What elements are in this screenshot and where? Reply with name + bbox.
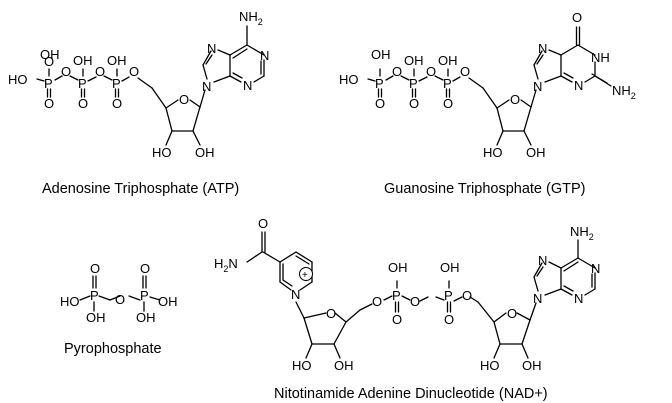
caption-gtp: Guanosine Triphosphate (GTP) <box>384 181 586 197</box>
atom-label: P <box>78 76 87 91</box>
atom-label: O <box>372 294 382 309</box>
atom-label: O <box>61 64 71 79</box>
atom-label: O <box>409 96 419 111</box>
atom-label: HO <box>483 145 503 160</box>
atom-label: P <box>90 288 99 303</box>
atom-label: NH2 <box>570 224 594 242</box>
atom-label: O <box>443 96 453 111</box>
atom-label: P <box>375 76 384 91</box>
atom-label: O <box>44 96 54 111</box>
atom-label: N <box>591 261 600 276</box>
atom-label: N <box>260 48 269 63</box>
atom-label: OH <box>86 310 106 325</box>
atom-label: OH <box>195 145 215 160</box>
atom-label: O <box>112 96 122 111</box>
atom-label: N <box>538 253 547 268</box>
atom-label: OH <box>438 53 458 68</box>
atom-label: HO <box>60 294 80 309</box>
atom-label: O <box>444 312 454 327</box>
pyrophosphate-structure: O O HO P O P OH OH OH <box>60 261 178 325</box>
atom-label: O <box>392 312 402 327</box>
atom-label: P <box>392 288 401 303</box>
atom-label: O <box>375 96 385 111</box>
atom-label: N <box>533 79 542 94</box>
atom-label: HO <box>480 358 500 373</box>
atom-label: O <box>460 64 470 79</box>
atom-label: N <box>202 79 211 94</box>
atom-label: NH <box>591 50 610 65</box>
atom-label: P <box>112 76 121 91</box>
atom-label: O <box>410 294 420 309</box>
atom-label: OH <box>404 53 424 68</box>
atom-label: OH <box>40 47 60 62</box>
atom-label: O <box>462 288 472 303</box>
caption-atp: Adenosine Triphosphate (ATP) <box>42 181 239 197</box>
atom-label: OH <box>107 53 127 68</box>
atom-label: NH2 <box>612 83 636 101</box>
atom-label: O <box>115 292 125 307</box>
atom-label: O <box>78 96 88 111</box>
atom-label: P <box>409 76 418 91</box>
atom-label: N <box>574 78 583 93</box>
atom-label: O <box>258 216 268 231</box>
atom-label: N <box>207 41 216 56</box>
atom-label: O <box>507 306 517 321</box>
gtp-structure: HO OH P O O OH P O O OH P O O O HO OH N … <box>339 10 636 160</box>
atom-label: + <box>302 270 308 281</box>
atom-label: HO <box>339 72 359 87</box>
atom-label: OH <box>371 47 391 62</box>
atom-label: N <box>243 78 252 93</box>
atom-label: O <box>179 92 189 107</box>
atom-label: P <box>444 288 453 303</box>
atom-label: P <box>443 76 452 91</box>
atom-label: O <box>392 64 402 79</box>
atom-label: OH <box>522 358 542 373</box>
atom-label: O <box>95 64 105 79</box>
atom-label: O <box>140 261 150 276</box>
atom-label: OH <box>158 294 178 309</box>
atom-label: O <box>90 261 100 276</box>
atom-label: OH <box>388 260 408 275</box>
caption-pyrophosphate: Pyrophosphate <box>64 341 162 357</box>
atom-label: N <box>538 41 547 56</box>
atom-label: O <box>510 92 520 107</box>
atom-label: N <box>574 291 583 306</box>
atom-label: O <box>129 64 139 79</box>
atom-label: N <box>291 287 300 302</box>
atom-label: O <box>572 10 582 25</box>
atom-label: P <box>44 76 53 91</box>
atom-label: OH <box>526 145 546 160</box>
caption-nad: Nitotinamide Adenine Dinucleotide (NAD+) <box>274 386 548 402</box>
atom-label: O <box>44 54 54 69</box>
atom-label: OH <box>73 53 93 68</box>
atom-label: HO <box>292 358 312 373</box>
atom-label: HO <box>8 72 28 87</box>
atom-label: OH <box>440 260 460 275</box>
atom-label: HO <box>152 145 172 160</box>
atom-label: N <box>533 291 542 306</box>
atom-label: O <box>426 64 436 79</box>
atom-label: O <box>326 306 336 321</box>
atom-label: NH2 <box>239 9 263 27</box>
atom-label: OH <box>334 358 354 373</box>
atom-label: OH <box>136 310 156 325</box>
atom-label: P <box>140 288 149 303</box>
nad-structure: O H2N N + O HO OH O P OH O O P OH O O O … <box>214 216 600 373</box>
atp-structure: HO O OH P O O OH P O O OH P O O O HO OH … <box>8 9 269 160</box>
atom-label: H2N <box>214 256 238 274</box>
